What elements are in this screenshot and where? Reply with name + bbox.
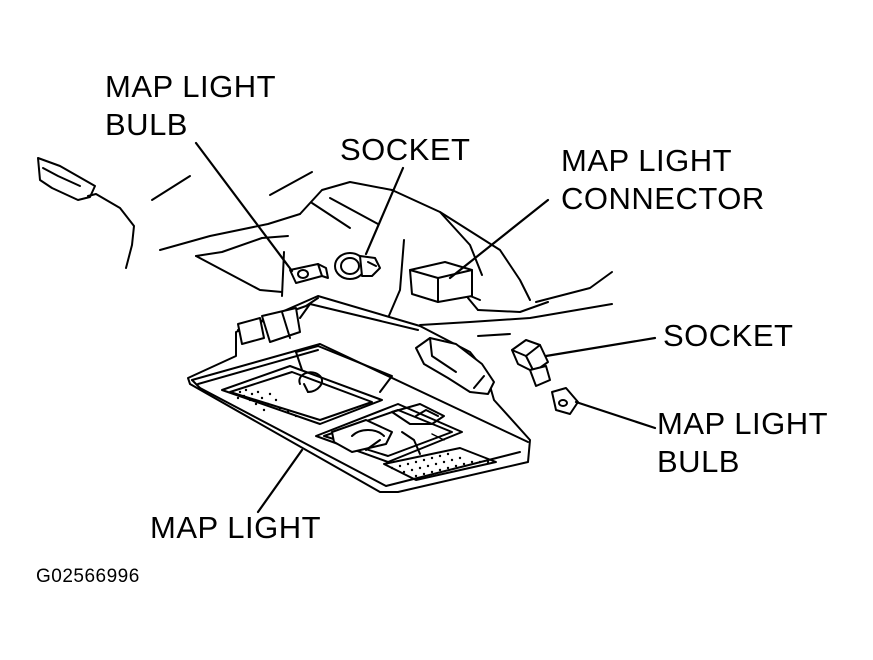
map-light-housing bbox=[187, 295, 531, 493]
label-line-2: BULB bbox=[105, 107, 188, 142]
upper-socket-shape bbox=[334, 252, 381, 280]
label-map-light-connector: MAP LIGHT CONNECTOR bbox=[561, 142, 765, 218]
label-socket-right: SOCKET bbox=[663, 318, 794, 353]
leader-right-bulb bbox=[574, 400, 657, 430]
label-map-light: MAP LIGHT bbox=[150, 510, 322, 545]
label-line-2: BULB bbox=[657, 444, 740, 479]
figure-code: G02566996 bbox=[36, 566, 140, 587]
label-socket-upper: SOCKET bbox=[340, 132, 471, 167]
right-socket-shape bbox=[511, 339, 551, 387]
leader-upper-bulb bbox=[194, 141, 294, 273]
label-line-1: MAP LIGHT bbox=[105, 69, 277, 104]
label-line-1: MAP LIGHT bbox=[561, 143, 733, 178]
label-line-2: CONNECTOR bbox=[561, 181, 765, 216]
headliner-outline bbox=[37, 157, 613, 337]
leader-right-socket bbox=[544, 336, 657, 358]
label-map-light-bulb-right: MAP LIGHT BULB bbox=[657, 405, 828, 481]
label-line-1: MAP LIGHT bbox=[657, 406, 829, 441]
lens-stipple bbox=[236, 388, 490, 478]
right-bulb-shape bbox=[551, 387, 579, 415]
leader-map-light bbox=[256, 448, 304, 514]
leader-lines bbox=[194, 141, 657, 514]
upper-bulb-shape bbox=[289, 263, 329, 284]
label-map-light-bulb-upper: MAP LIGHT BULB bbox=[105, 68, 276, 144]
leader-connector bbox=[448, 198, 550, 280]
leader-upper-socket bbox=[364, 166, 405, 256]
